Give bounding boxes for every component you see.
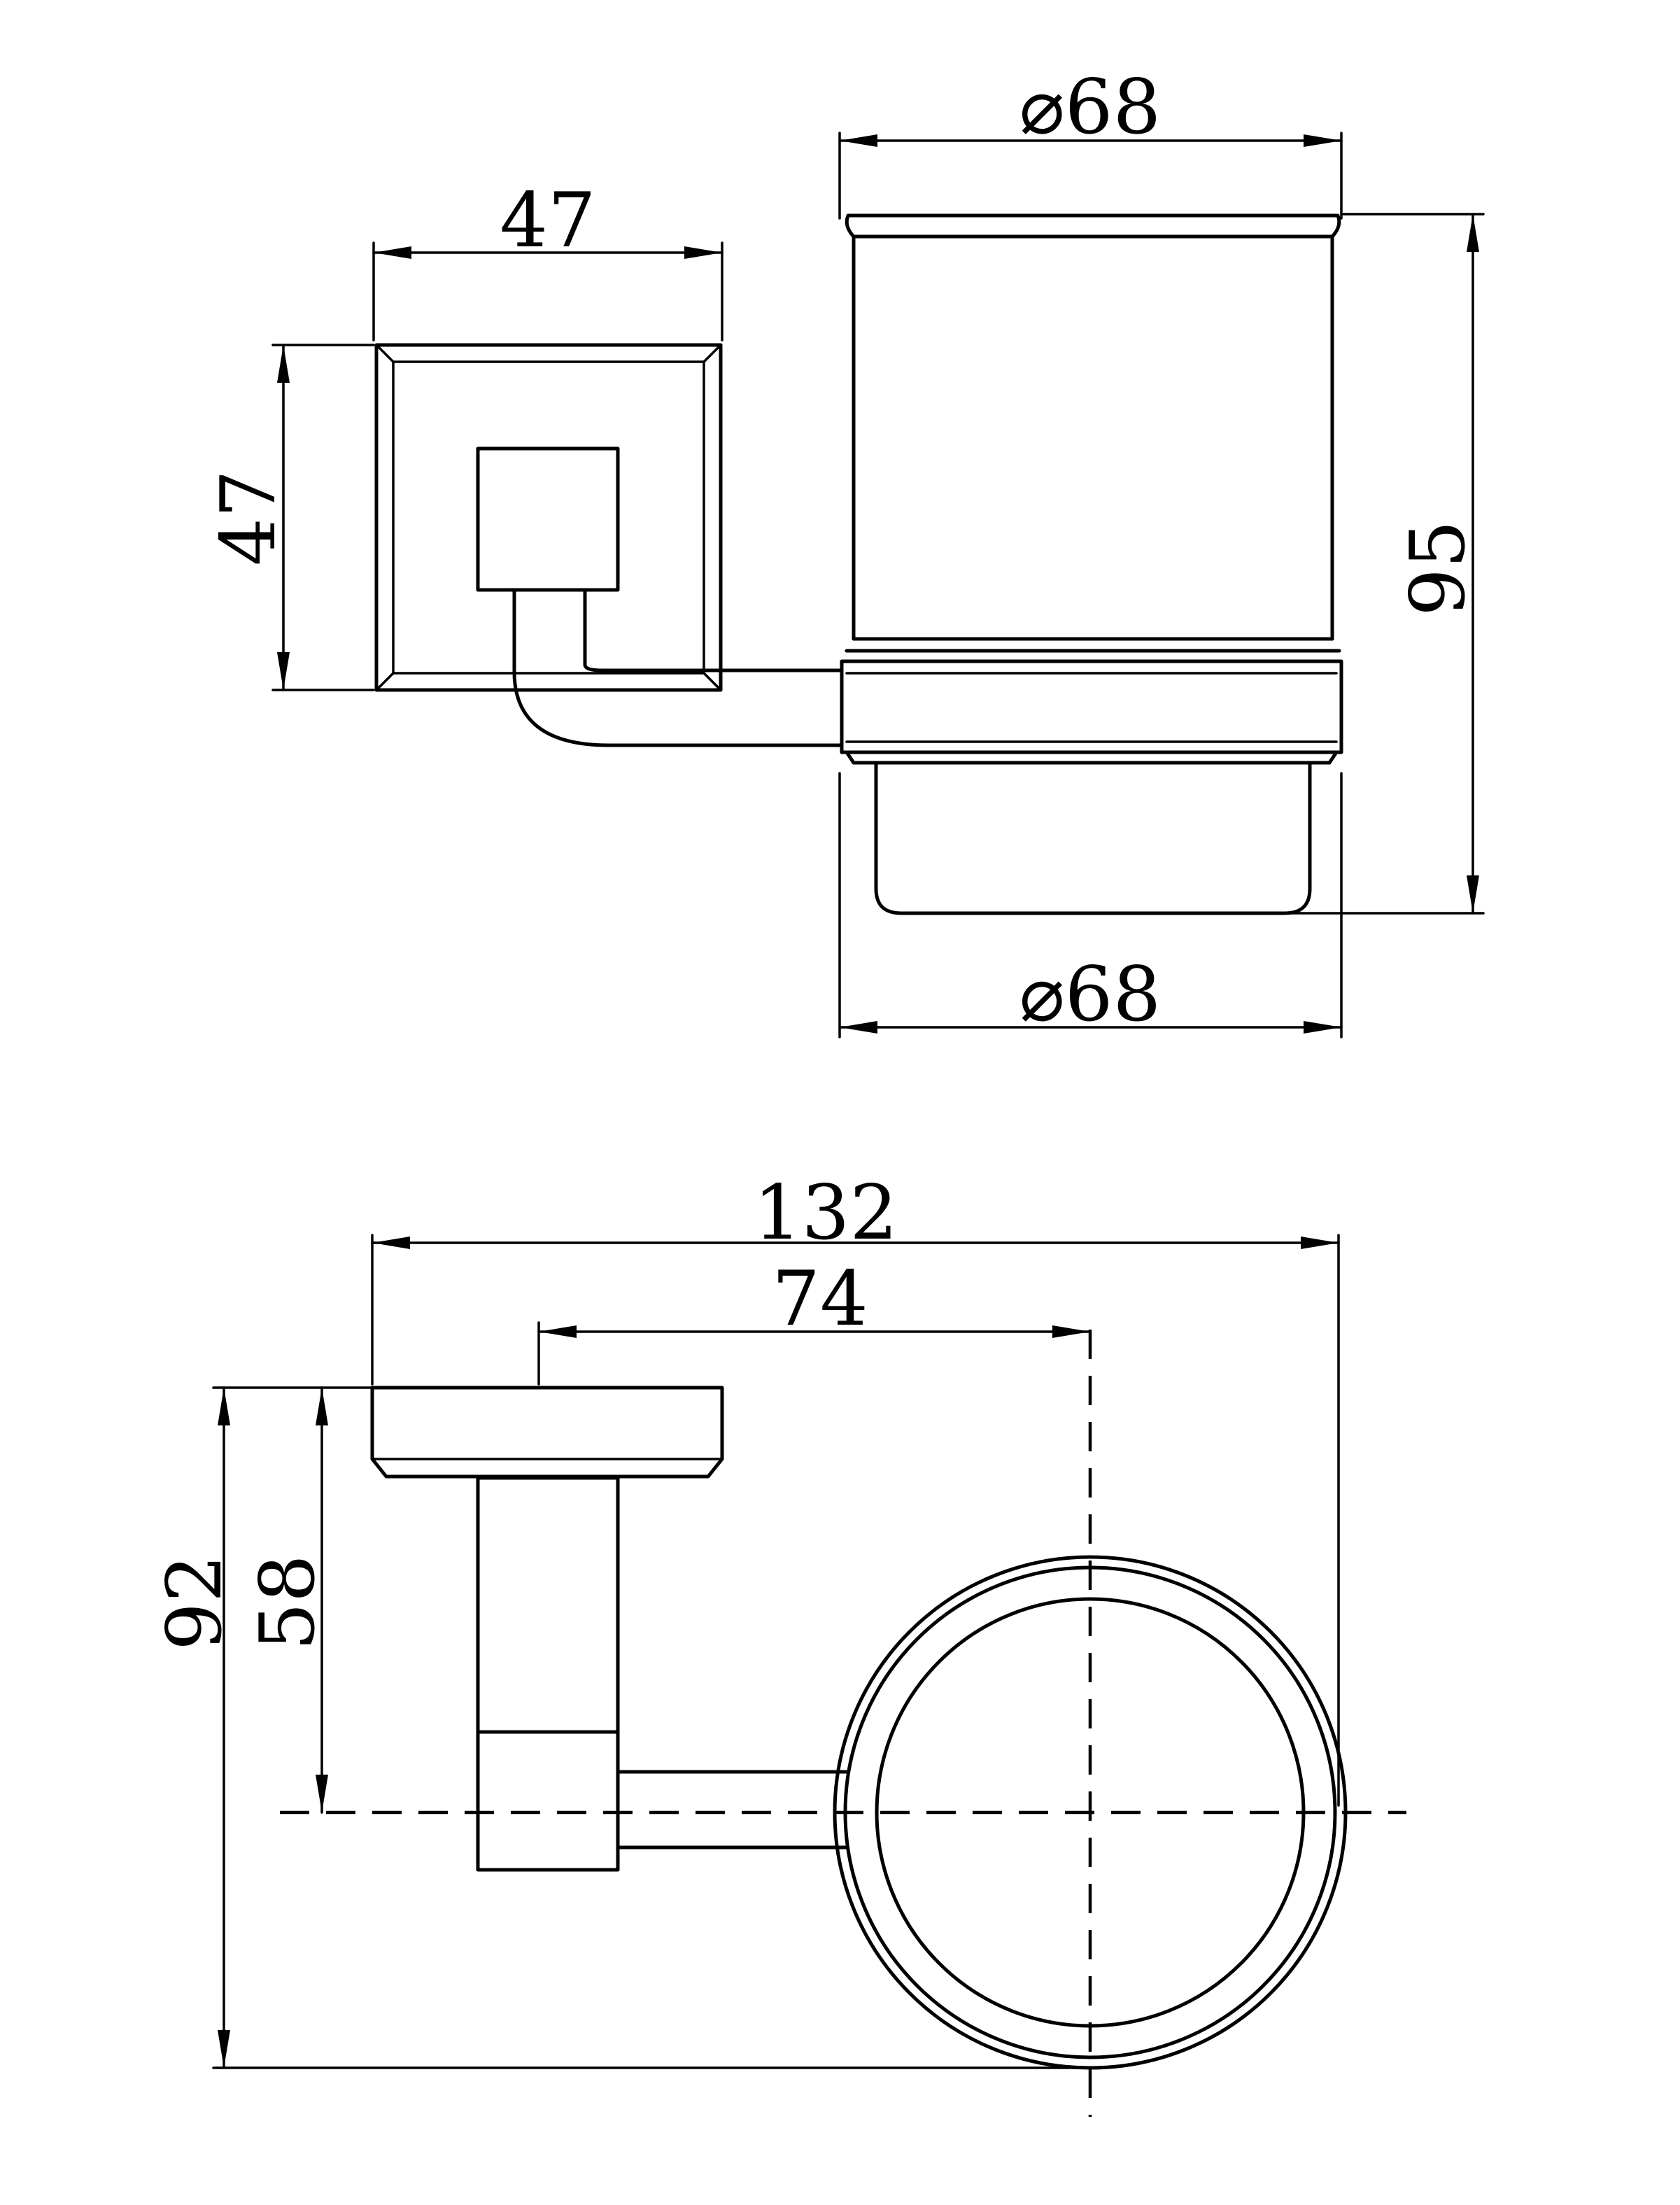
wall-plate [374, 343, 723, 692]
dim-label-overall-depth: 92 [151, 1554, 239, 1650]
side-view: ⌀68 47 47 95 [205, 64, 1485, 1038]
cup-bottom [874, 761, 1312, 915]
dim-base-width: 47 [372, 177, 723, 341]
dim-center-offset: 74 [537, 1255, 1092, 1386]
dim-base-height: 47 [205, 344, 375, 691]
center-lines [280, 1330, 1406, 2117]
top-view: 132 74 92 58 [151, 1169, 1406, 2117]
dim-label-cup-bottom-diameter: ⌀68 [1019, 951, 1161, 1038]
dim-plate-to-center: 58 [244, 1386, 332, 1814]
dim-overall-length: 132 [371, 1169, 1340, 1807]
dim-label-base-height: 47 [205, 470, 292, 565]
post [476, 1476, 620, 1872]
dim-label-overall-length: 132 [754, 1169, 898, 1257]
dim-label-cup-height: 95 [1395, 520, 1482, 616]
dim-label-base-width: 47 [500, 177, 595, 265]
mounting-block [476, 446, 620, 592]
arm-top [616, 1770, 849, 1850]
dim-overall-depth: 92 [151, 1386, 1092, 2069]
wall-plate-top [370, 1386, 724, 1479]
dim-label-cup-top-diameter: ⌀68 [1019, 64, 1161, 151]
cup [845, 213, 1341, 653]
dim-cup-top-diameter: ⌀68 [838, 64, 1343, 220]
dim-cup-bottom-diameter: ⌀68 [838, 772, 1343, 1038]
dim-label-center-offset: 74 [772, 1255, 868, 1343]
arm [512, 588, 844, 747]
dim-cup-height: 95 [1286, 213, 1485, 915]
dim-label-plate-to-center: 58 [244, 1554, 332, 1650]
cup-ring [840, 659, 1343, 765]
